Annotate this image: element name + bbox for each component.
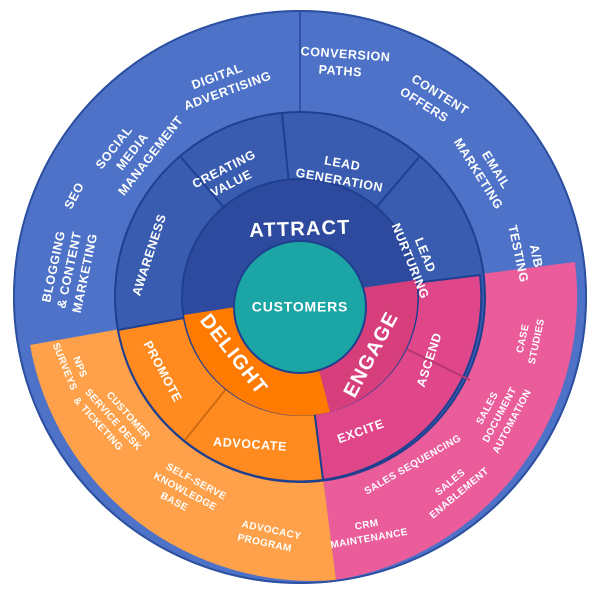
svg-text:LEAD: LEAD (323, 153, 361, 173)
svg-text:A/B: A/B (527, 243, 546, 269)
conversion-paths-label: CONVERSION PATHS (300, 44, 391, 79)
advocate-label: ADVOCATE (213, 435, 288, 454)
svg-text:CRM: CRM (354, 518, 380, 533)
outer-ring-edge (13, 10, 587, 584)
svg-text:CONVERSION: CONVERSION (300, 44, 391, 64)
center-circle (233, 240, 367, 374)
attract-label: ATTRACT (249, 217, 351, 243)
svg-text:PATHS: PATHS (318, 62, 362, 79)
center-label: CUSTOMERS (252, 299, 348, 315)
